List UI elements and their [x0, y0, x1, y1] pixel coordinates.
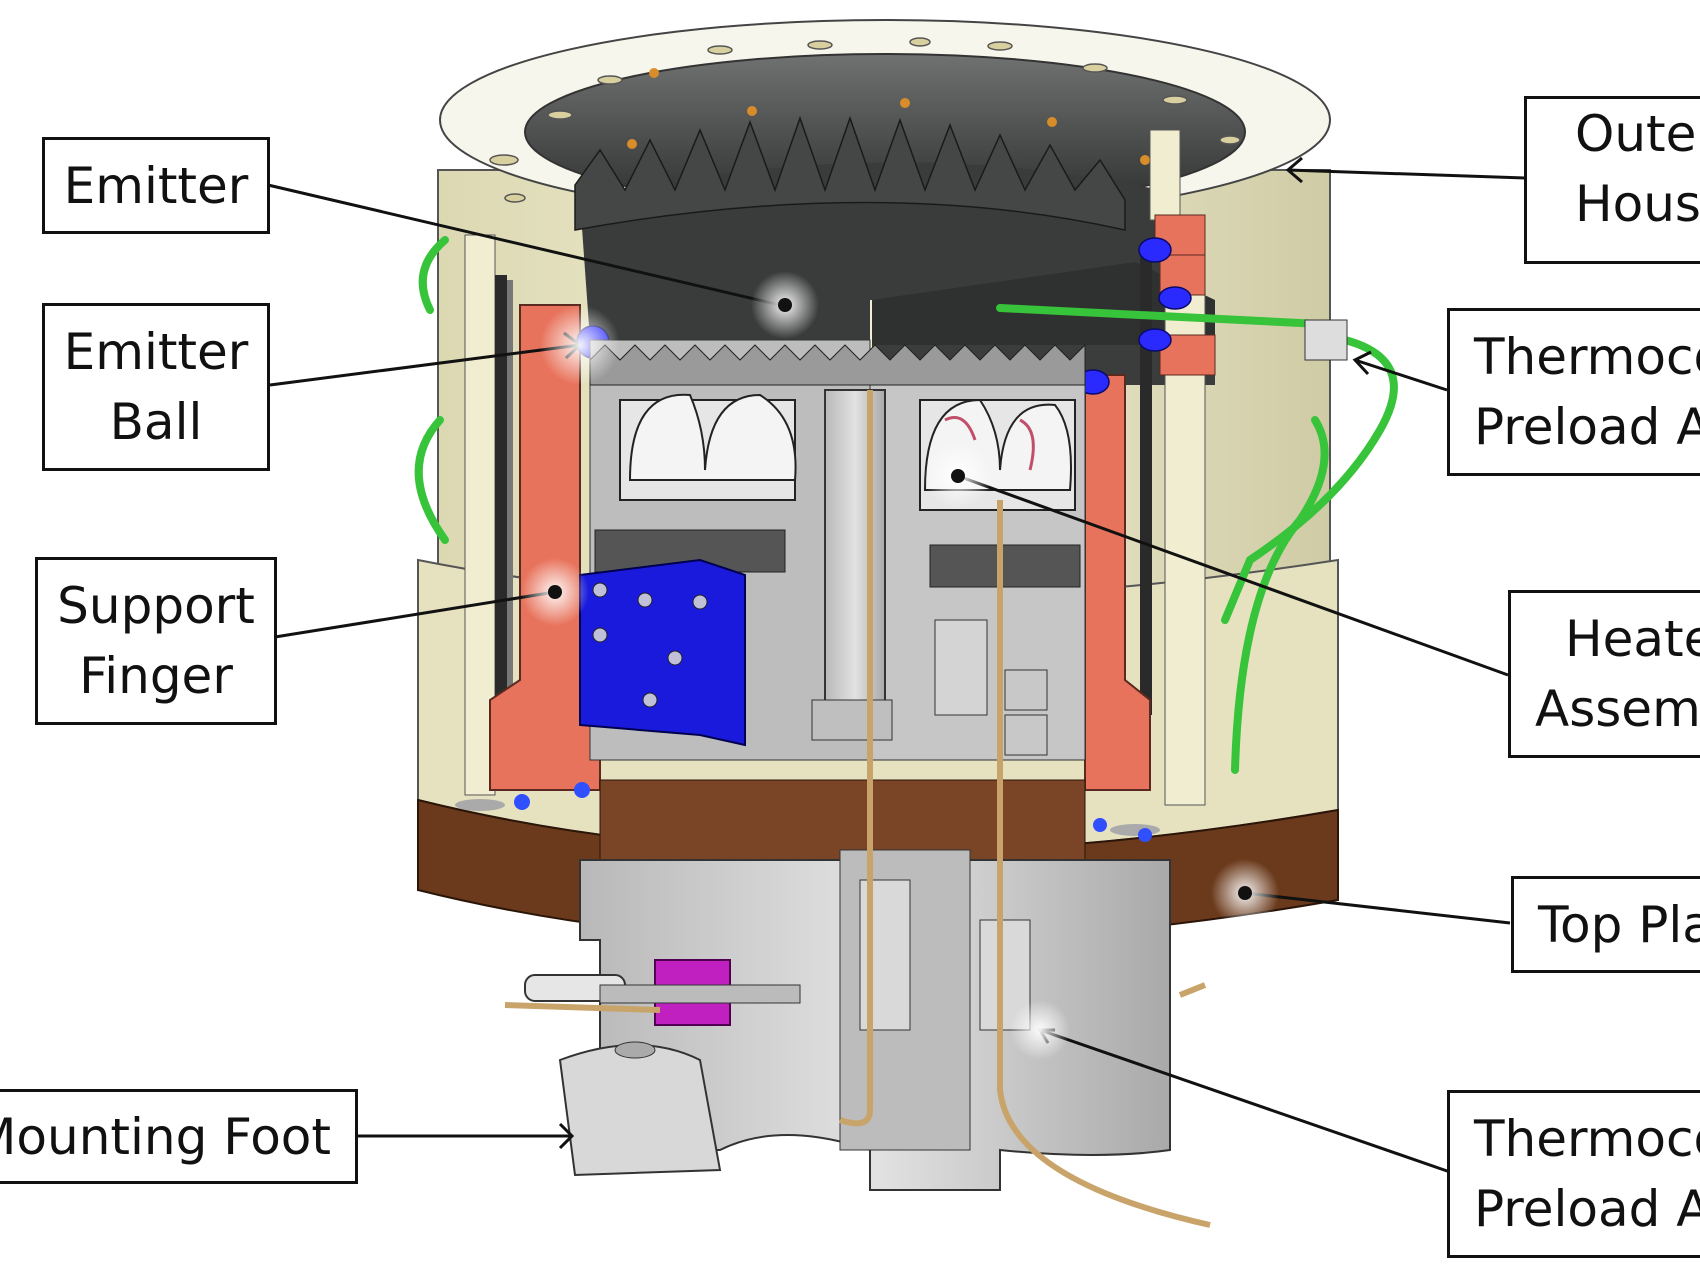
thermocouple-clamp — [1304, 319, 1348, 361]
leader-lines — [267, 168, 1526, 1174]
label-mounting-foot: Mounting Foot — [0, 1089, 358, 1184]
label-thermocouple-preload-bottom: Thermoco Preload A — [1447, 1090, 1700, 1258]
label-support-finger: Support Finger — [35, 557, 277, 725]
label-emitter-ball: Emitter Ball — [42, 303, 270, 471]
leader-dots — [521, 271, 1279, 1060]
label-thermocouple-preload-top: Thermoco Preload A — [1447, 308, 1700, 476]
mounting-foot — [558, 1044, 722, 1177]
rim-bolts — [627, 68, 1150, 165]
green-wires — [414, 236, 1398, 774]
label-emitter: Emitter — [42, 137, 270, 234]
label-heater-assembly: Heate Assemb — [1508, 590, 1700, 758]
base-structure — [524, 849, 1171, 1191]
label-top-plate: Top Pla — [1511, 876, 1700, 973]
label-outer-housing: Oute Housin — [1524, 96, 1700, 264]
cutaway-section — [464, 115, 1216, 806]
rim-bolt-holes — [489, 37, 1241, 203]
thermocouple-wires — [504, 390, 1211, 1228]
